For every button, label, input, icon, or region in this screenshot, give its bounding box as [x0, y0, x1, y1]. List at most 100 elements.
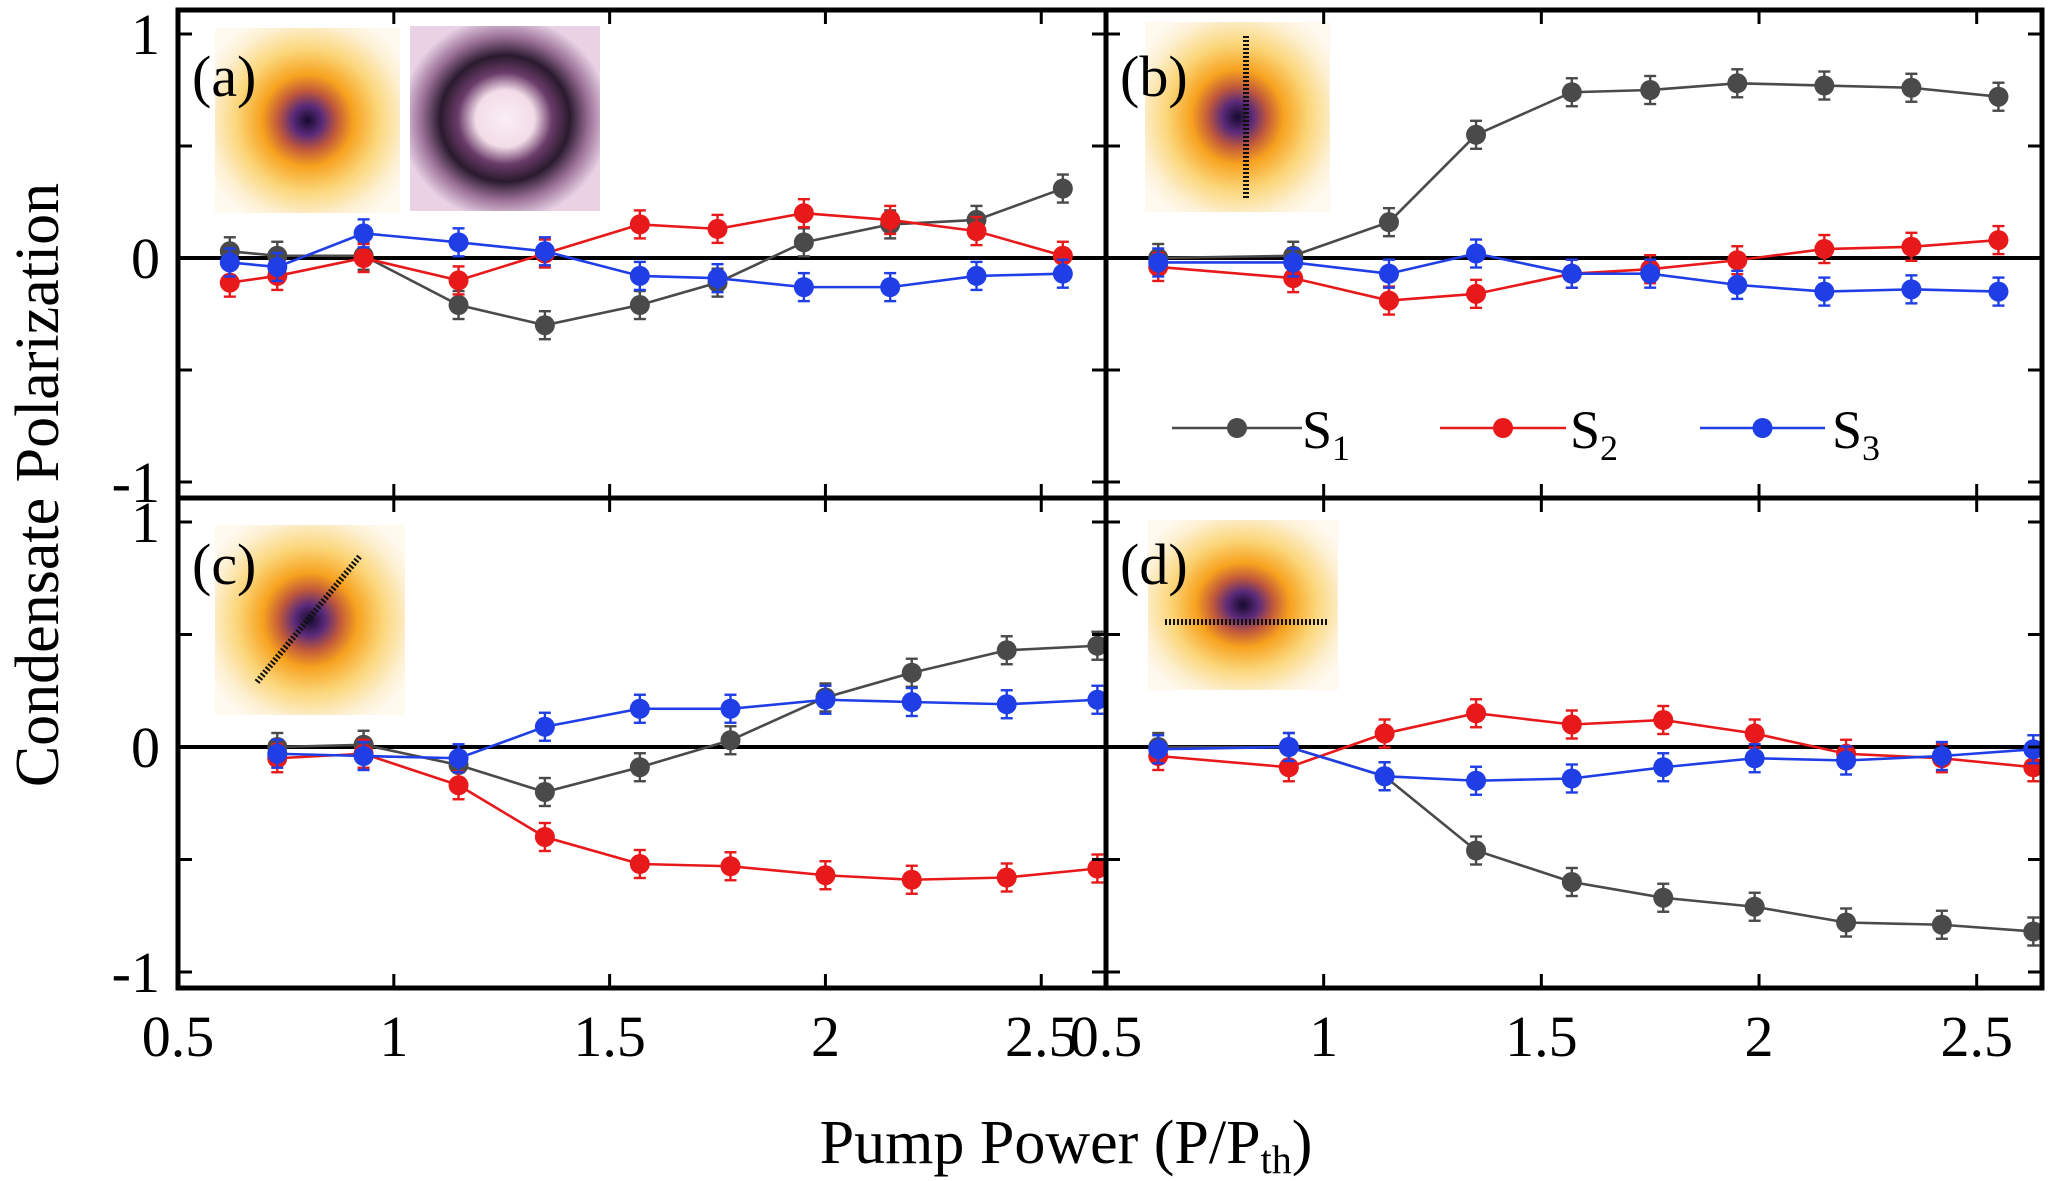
x-tick-label: 0.5 [142, 1004, 215, 1069]
legend: S1 S2 S3 [1172, 400, 1880, 468]
data-point-s3 [1814, 281, 1835, 302]
data-point-s1 [629, 295, 650, 316]
data-point-s3 [1901, 279, 1922, 300]
legend-marker-s2 [1493, 418, 1513, 438]
data-point-s3 [2023, 739, 2044, 760]
data-point-s3 [1378, 263, 1399, 284]
data-point-s2 [1653, 710, 1674, 730]
x-tick-label: 1.5 [1505, 1004, 1578, 1069]
data-point-s1 [996, 640, 1017, 661]
data-point-s1 [1988, 86, 2009, 107]
data-point-s3 [1148, 739, 1169, 760]
plot-area [178, 68, 2044, 947]
legend-label-s2: S2 [1570, 400, 1618, 468]
data-point-s1 [534, 782, 555, 802]
data-point-s3 [1561, 263, 1582, 284]
data-point-s3 [815, 689, 836, 710]
panel-label-b: (b) [1120, 44, 1188, 109]
data-point-s3 [1148, 252, 1169, 273]
data-point-s3 [629, 698, 650, 719]
data-point-s3 [1278, 737, 1299, 757]
series-line-s2 [1158, 238, 1999, 302]
panel-d [1106, 698, 2044, 947]
data-point-s3 [1052, 263, 1073, 284]
series-line-s2 [277, 752, 1098, 882]
data-point-s1 [448, 295, 469, 316]
panel-c [178, 630, 1108, 895]
data-point-s1 [1931, 914, 1952, 935]
data-point-s1 [1087, 635, 1108, 656]
data-point-s3 [1931, 746, 1952, 766]
data-point-s3 [1466, 770, 1487, 791]
data-point-s1 [1727, 73, 1748, 94]
data-point-s3 [1727, 274, 1748, 295]
legend-label-s1: S1 [1302, 400, 1350, 468]
data-point-s3 [267, 256, 288, 277]
data-point-s3 [1561, 768, 1582, 789]
data-point-s2 [448, 270, 469, 291]
data-point-s3 [1087, 689, 1108, 710]
insets [215, 22, 1338, 715]
data-point-s1 [629, 757, 650, 778]
data-point-s3 [1988, 281, 2009, 302]
data-point-s2 [1814, 239, 1835, 260]
data-point-s3 [996, 694, 1017, 715]
data-point-s2 [448, 775, 469, 796]
series-line-s3 [1158, 252, 1999, 293]
panel-label-d: (d) [1120, 532, 1188, 597]
data-point-s2 [1744, 723, 1765, 744]
data-point-s2 [534, 827, 555, 847]
series-line-s1 [277, 644, 1098, 794]
series-line-s3 [277, 698, 1098, 760]
series-line-s1 [1158, 81, 1999, 260]
data-point-s1 [1052, 178, 1073, 199]
data-point-s2 [1727, 250, 1748, 271]
data-point-s2 [996, 867, 1017, 888]
y-tick-label: 0 [131, 226, 160, 291]
inset-spot-vertical [1145, 22, 1330, 212]
data-point-s3 [353, 223, 374, 244]
data-point-s3 [793, 277, 814, 298]
data-point-s1 [793, 232, 814, 253]
data-point-s2 [793, 203, 814, 224]
x-tick-label: 2 [811, 1004, 840, 1069]
data-point-s1 [1466, 124, 1487, 145]
x-tick-label: 1.5 [573, 1004, 646, 1069]
data-point-s3 [880, 277, 901, 298]
data-point-s2 [720, 856, 741, 877]
data-point-s1 [1836, 912, 1857, 933]
data-point-s2 [1466, 283, 1487, 304]
data-point-s3 [534, 716, 555, 737]
data-point-s2 [1278, 757, 1299, 778]
x-tick-label: 0.5 [1070, 1004, 1143, 1069]
data-point-s2 [880, 209, 901, 230]
data-point-s3 [219, 252, 240, 273]
data-point-s3 [901, 692, 922, 712]
panel-label-a: (a) [192, 44, 256, 109]
data-point-s2 [629, 214, 650, 235]
x-tick-label: 1 [379, 1004, 408, 1069]
data-point-s2 [1561, 714, 1582, 735]
panel-a [178, 173, 1106, 341]
data-point-s3 [267, 743, 288, 764]
x-tick-label: 2 [1745, 1004, 1774, 1069]
data-point-s3 [1653, 757, 1674, 778]
data-point-s3 [1466, 243, 1487, 264]
inset-gaussian-spot [215, 28, 400, 213]
x-tick-label: 2.5 [1940, 1004, 2013, 1069]
y-axis-label: Condensate Polarization [4, 183, 72, 787]
data-point-s2 [901, 869, 922, 890]
x-tick-label: 2.5 [1005, 1004, 1078, 1069]
y-tick-label: -1 [112, 450, 160, 515]
data-point-s1 [1901, 77, 1922, 98]
data-point-s1 [720, 730, 741, 751]
data-point-s3 [448, 232, 469, 253]
x-tick-label: 1 [1309, 1004, 1338, 1069]
data-point-s3 [1640, 263, 1661, 284]
data-point-s3 [720, 698, 741, 719]
data-point-s2 [1466, 703, 1487, 724]
data-point-s1 [1466, 840, 1487, 861]
data-point-s3 [707, 268, 728, 289]
data-point-s1 [534, 315, 555, 336]
